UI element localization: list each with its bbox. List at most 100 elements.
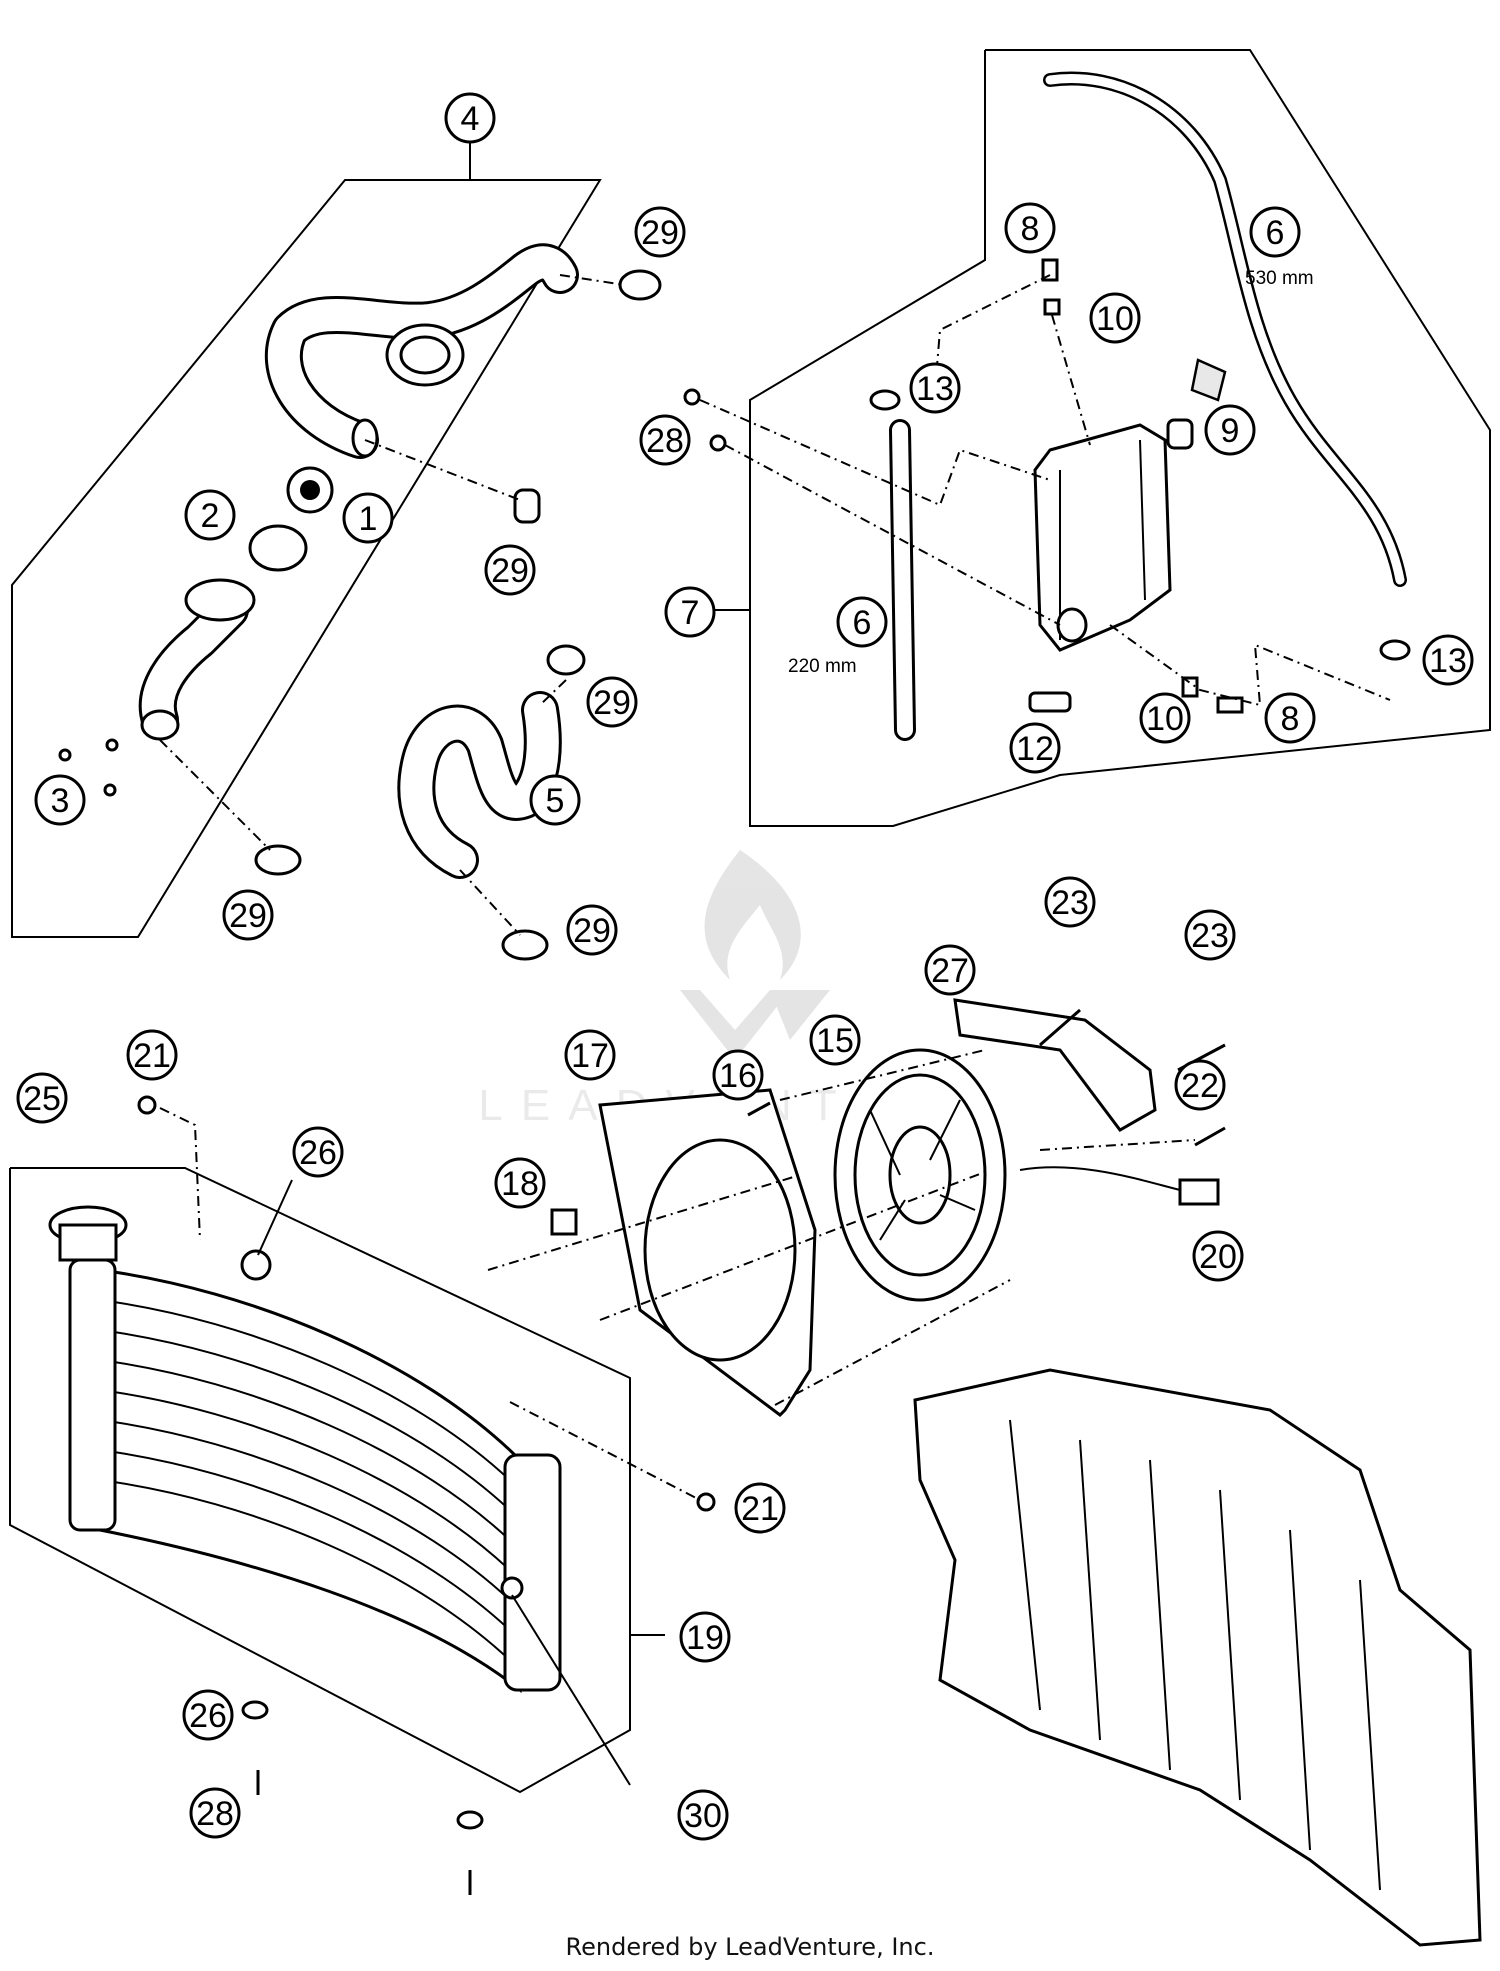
callout-c19: 19 bbox=[679, 1611, 731, 1663]
screw-22 bbox=[1194, 1126, 1226, 1147]
callout-label: 30 bbox=[684, 1797, 722, 1835]
callout-label: 26 bbox=[189, 1697, 227, 1735]
callout-circle bbox=[639, 414, 691, 466]
callout-c8b: 8 bbox=[1264, 692, 1316, 744]
callout-circle bbox=[292, 1126, 344, 1178]
callout-c29e: 29 bbox=[566, 904, 618, 956]
callout-label: 28 bbox=[196, 1795, 234, 1833]
callout-circle bbox=[1089, 292, 1141, 344]
callout-circle bbox=[494, 1157, 546, 1209]
callout-c22: 22 bbox=[1174, 1059, 1226, 1111]
callout-circle bbox=[924, 944, 976, 996]
callout-circle bbox=[1174, 1059, 1226, 1111]
callout-label: 21 bbox=[133, 1037, 171, 1075]
callout-c13b: 13 bbox=[1422, 634, 1474, 686]
callout-c10b: 10 bbox=[1139, 692, 1191, 744]
callout-c3: 3 bbox=[34, 774, 86, 826]
grommet-26-bottom bbox=[241, 1700, 269, 1720]
callout-circle bbox=[836, 596, 888, 648]
callout-circle bbox=[712, 1049, 764, 1101]
callout-c8a: 8 bbox=[1004, 202, 1056, 254]
callout-c12: 12 bbox=[1009, 722, 1061, 774]
callout-label: 20 bbox=[1199, 1238, 1237, 1276]
callout-c26a: 26 bbox=[292, 1126, 344, 1178]
callout-c21b: 21 bbox=[734, 1482, 786, 1534]
callout-c21a: 21 bbox=[126, 1029, 178, 1081]
watermark-logo bbox=[680, 850, 830, 1060]
callout-circle bbox=[566, 904, 618, 956]
callout-label: 6 bbox=[853, 604, 872, 642]
thermostat-1 bbox=[286, 466, 334, 514]
bolt-21-top bbox=[137, 1095, 157, 1115]
callout-label: 29 bbox=[641, 214, 679, 252]
callout-label: 13 bbox=[1429, 642, 1467, 680]
fan-cover-27 bbox=[953, 998, 1157, 1132]
callout-label: 2 bbox=[201, 497, 220, 535]
callout-c6a: 6 bbox=[1249, 206, 1301, 258]
callout-label: 8 bbox=[1021, 210, 1040, 248]
callout-circle bbox=[734, 1482, 786, 1534]
bolt-21-bottom bbox=[696, 1492, 716, 1512]
callout-c2: 2 bbox=[184, 489, 236, 541]
bolts-28 bbox=[683, 388, 727, 452]
callout-circle bbox=[1184, 909, 1236, 961]
clamp-29-low bbox=[254, 844, 302, 876]
grommet-26-top bbox=[240, 1249, 272, 1281]
grommet-12 bbox=[1028, 691, 1072, 713]
callout-circle bbox=[809, 1014, 861, 1066]
callout-circle bbox=[34, 774, 86, 826]
nut-10-bottom bbox=[1181, 676, 1199, 698]
callout-c23a: 23 bbox=[1044, 876, 1096, 928]
footer-credit: Rendered by LeadVenture, Inc. bbox=[565, 1933, 935, 1961]
callout-label: 7 bbox=[681, 594, 700, 632]
callout-circle bbox=[182, 1689, 234, 1741]
group-19-outline bbox=[9, 1167, 665, 1794]
fitting-8-bottom bbox=[1216, 696, 1244, 714]
callout-label: 28 bbox=[646, 422, 684, 460]
screw-16 bbox=[747, 1101, 771, 1117]
callout-c7: 7 bbox=[664, 586, 716, 638]
callout-circle bbox=[529, 774, 581, 826]
fan-connector bbox=[1019, 1166, 1220, 1206]
fan-15 bbox=[833, 1048, 1007, 1302]
callout-c29c: 29 bbox=[222, 889, 274, 941]
callout-label: 4 bbox=[461, 100, 480, 138]
callout-c16: 16 bbox=[712, 1049, 764, 1101]
callout-label: 29 bbox=[573, 912, 611, 950]
callout-c13a: 13 bbox=[909, 362, 961, 414]
callout-circle bbox=[664, 586, 716, 638]
group-7-outline bbox=[712, 49, 1491, 827]
callout-label: 29 bbox=[593, 684, 631, 722]
callout-c27: 27 bbox=[924, 944, 976, 996]
clip-18 bbox=[550, 1208, 578, 1236]
clamp-29-mid bbox=[513, 488, 541, 524]
callout-label: 23 bbox=[1191, 917, 1229, 955]
callout-c25: 25 bbox=[16, 1072, 68, 1124]
callout-label: 18 bbox=[501, 1165, 539, 1203]
callout-circle bbox=[634, 206, 686, 258]
callout-c29b: 29 bbox=[484, 544, 536, 596]
callout-c28a: 28 bbox=[639, 414, 691, 466]
pipe-housing bbox=[138, 578, 256, 741]
callout-c17: 17 bbox=[564, 1029, 616, 1081]
callout-c30: 30 bbox=[677, 1789, 729, 1841]
reservoir-tank bbox=[1033, 418, 1194, 652]
callout-c20: 20 bbox=[1192, 1230, 1244, 1282]
callout-c1: 1 bbox=[342, 492, 394, 544]
callout-circle bbox=[189, 1787, 241, 1839]
hose-6-short-dimension: 220 mm bbox=[788, 656, 857, 677]
fitting-8-top bbox=[1041, 258, 1059, 282]
clamp-29-hose5-low bbox=[501, 929, 549, 961]
leader-lines-radiator bbox=[159, 1107, 701, 1786]
leader-lines-left bbox=[159, 274, 626, 936]
callout-label: 21 bbox=[741, 1490, 779, 1528]
radiator-guard-20 bbox=[913, 1368, 1482, 1947]
callout-label: 16 bbox=[719, 1057, 757, 1095]
callout-label: 17 bbox=[571, 1037, 609, 1075]
callout-circle bbox=[1139, 692, 1191, 744]
callout-c26b: 26 bbox=[182, 1689, 234, 1741]
hose-5 bbox=[397, 691, 562, 879]
callout-circle bbox=[677, 1789, 729, 1841]
callout-label: 1 bbox=[359, 500, 378, 538]
